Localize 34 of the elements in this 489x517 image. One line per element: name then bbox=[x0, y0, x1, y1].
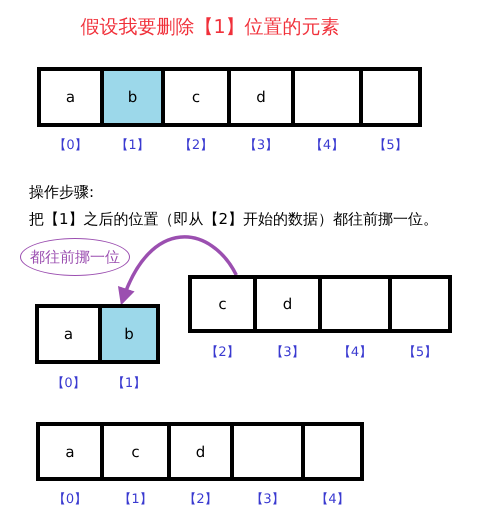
cell-value: b bbox=[128, 88, 138, 106]
index-label: 【1】 bbox=[118, 491, 153, 508]
curved-arrow bbox=[118, 235, 238, 306]
cell-value: c bbox=[131, 442, 140, 460]
index-label: 【2】 bbox=[205, 344, 240, 361]
index-label: 【4】 bbox=[338, 344, 372, 361]
index-label: 【3】 bbox=[244, 137, 278, 154]
title: 假设我要删除【1】位置的元素 bbox=[79, 15, 341, 40]
instruction-text: 操作步骤: bbox=[29, 183, 94, 202]
instruction-text: 把【1】之后的位置（即从【2】开始的数据）都往前挪一位。 bbox=[29, 210, 438, 229]
cell-value: d bbox=[196, 442, 206, 460]
index-label: 【0】 bbox=[51, 375, 86, 392]
ellipse-note bbox=[20, 238, 130, 276]
cell-value: d bbox=[256, 88, 266, 106]
index-label: 【2】 bbox=[178, 137, 214, 154]
cell-value: a bbox=[66, 88, 76, 106]
index-label: 【5】 bbox=[402, 344, 438, 361]
cell-value: c bbox=[192, 88, 200, 106]
index-label: 【0】 bbox=[52, 491, 88, 508]
cell-value: d bbox=[282, 295, 292, 313]
note-text: 都往前挪一位 bbox=[30, 248, 120, 266]
index-label: 【4】 bbox=[315, 491, 350, 508]
cell-value: a bbox=[65, 442, 75, 460]
cell-value: a bbox=[64, 325, 74, 343]
index-label: 【3】 bbox=[250, 491, 285, 508]
index-label: 【2】 bbox=[183, 491, 218, 508]
index-label: 【5】 bbox=[373, 137, 408, 154]
cell-value: b bbox=[124, 325, 134, 343]
index-label: 【0】 bbox=[53, 137, 88, 154]
index-label: 【1】 bbox=[112, 375, 146, 392]
cell-value: c bbox=[218, 295, 227, 313]
index-label: 【1】 bbox=[115, 137, 150, 154]
index-label: 【3】 bbox=[270, 344, 305, 361]
index-label: 【4】 bbox=[310, 137, 344, 154]
